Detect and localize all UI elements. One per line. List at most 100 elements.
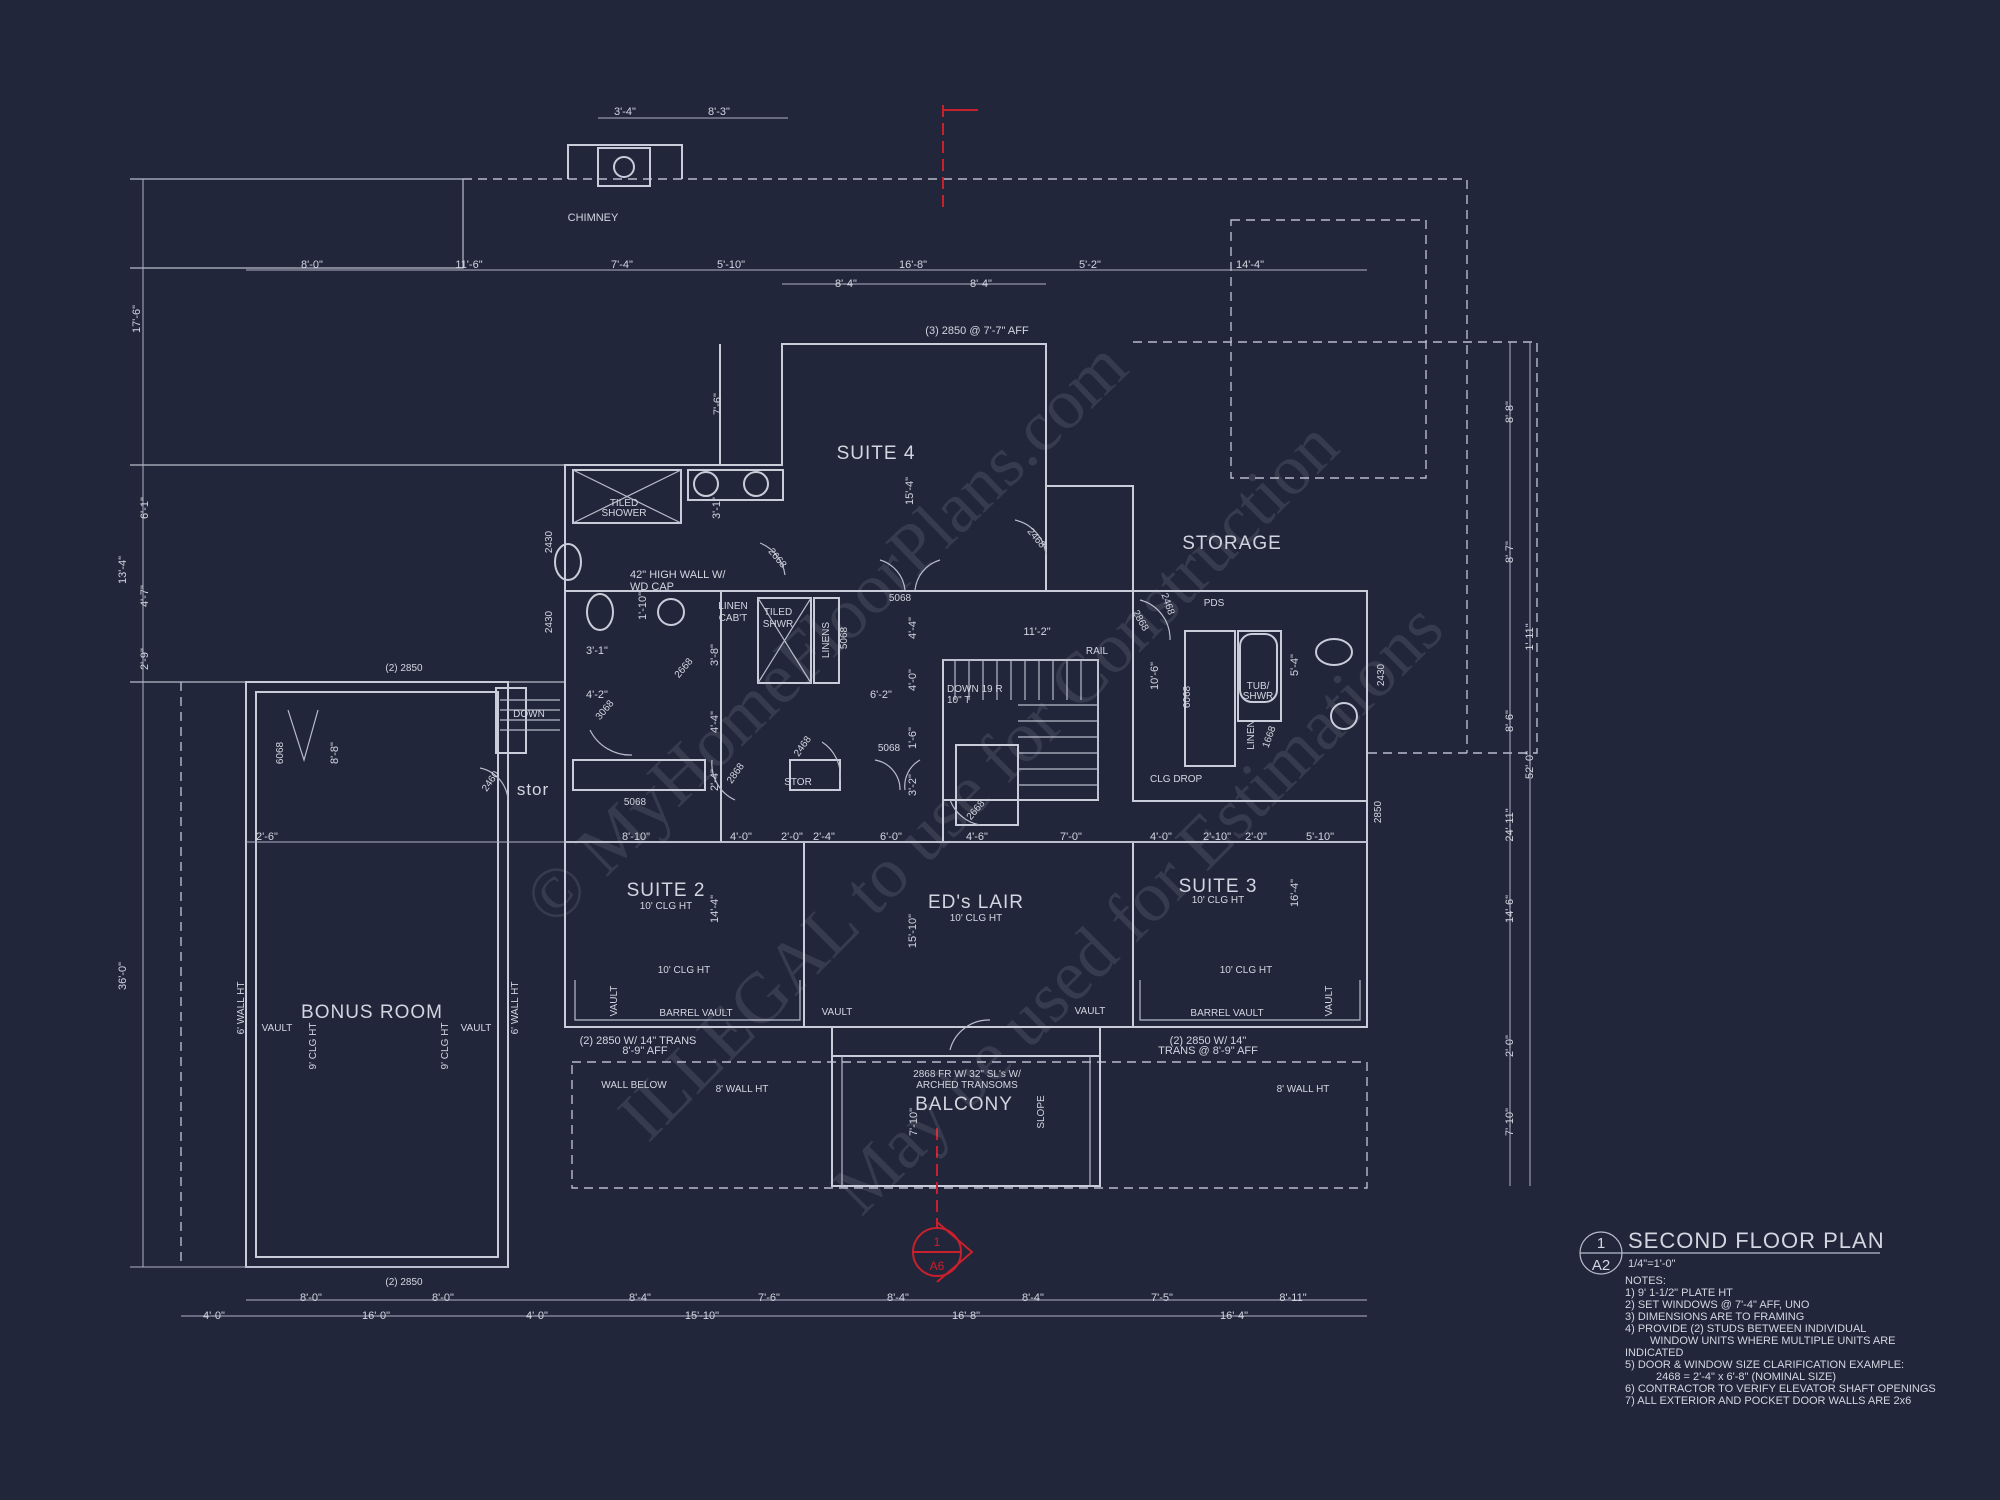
note: 3) DIMENSIONS ARE TO FRAMING [1625, 1311, 1804, 1323]
dim: 6'-1" [139, 497, 151, 519]
label: (2) 2850 [385, 1277, 423, 1288]
label: LINEN [718, 601, 747, 612]
label: 2850 [1373, 800, 1384, 823]
label: VAULT [822, 1007, 853, 1018]
label: BARREL VAULT [659, 1008, 732, 1019]
shower-icon [757, 597, 812, 684]
dim: 16'-8" [952, 1310, 980, 1322]
dim: 52'-0" [1524, 751, 1536, 779]
dim: 8'-0" [300, 1292, 322, 1304]
dim: 3'-2" [907, 774, 919, 796]
dim: 7'-10" [1504, 1108, 1516, 1136]
dim: 3'-4" [614, 106, 636, 118]
dim: 7'-6" [712, 393, 724, 415]
dim: 10'-6" [1149, 662, 1161, 690]
note: 4) PROVIDE (2) STUDS BETWEEN INDIVIDUAL [1625, 1323, 1866, 1335]
detail-number: 1 [1597, 1235, 1605, 1252]
dim: 4'-0" [203, 1310, 225, 1322]
dim: 5'-2" [1079, 259, 1101, 271]
dim: 11'-6" [455, 259, 482, 271]
section-sheet: A6 [930, 1259, 945, 1273]
dim: 7'-6" [758, 1292, 780, 1304]
dim: 1'-10" [637, 592, 649, 620]
dim: 8'-4" [887, 1292, 909, 1304]
note: 1) 9' 1-1/2" PLATE HT [1625, 1287, 1733, 1299]
room-balcony: BALCONY [915, 1094, 1013, 1115]
label: RAIL [1086, 646, 1109, 657]
dim: 14'-4" [1236, 259, 1264, 271]
dim: 7'-0" [1060, 831, 1082, 843]
dim: 3'-1" [711, 497, 723, 519]
label: 5068 [624, 797, 647, 808]
label: 6068 [275, 741, 286, 764]
dim: 4'-0" [730, 831, 752, 843]
dim: 6'-0" [880, 831, 902, 843]
label: 6068 [1182, 685, 1193, 708]
label: BARREL VAULT [1190, 1008, 1263, 1019]
dim: 8'-0" [432, 1292, 454, 1304]
door-swings [287, 519, 1171, 1051]
dim: 4'-6" [966, 831, 988, 843]
dim: 14'-4" [709, 895, 721, 923]
label: 8'-9" AFF [622, 1045, 667, 1057]
annotations: CHIMNEY (3) 2850 @ 7'-7" AFF TILED SHOWE… [236, 212, 1387, 1288]
dim: 8'-11" [1279, 1292, 1306, 1304]
section-number: 1 [934, 1235, 941, 1249]
label: TILED [610, 498, 638, 509]
room-eds-lair: ED's LAIR [928, 892, 1024, 913]
sink-icon [657, 598, 685, 626]
room-stor: stor [517, 780, 549, 799]
dim: 8'-4" [835, 278, 857, 290]
dim: 2'-0" [1245, 831, 1267, 843]
notes-heading: NOTES: [1625, 1275, 1666, 1287]
dim: 14'-6" [1504, 895, 1516, 923]
toilet-icon [586, 593, 614, 631]
label: 6' WALL HT [236, 982, 247, 1035]
dim: 3'-1" [586, 645, 608, 657]
plumbing-fixtures [554, 469, 1358, 730]
label: VAULT [1075, 1006, 1106, 1017]
dim: 36'-0" [117, 962, 129, 990]
dim: 8'-8" [329, 742, 341, 764]
label: VAULT [461, 1023, 492, 1034]
dim: 4'-4" [709, 711, 721, 733]
label: (2) 2850 [385, 663, 423, 674]
dim: 4'-0" [907, 669, 919, 691]
room-storage: STORAGE [1182, 533, 1282, 554]
note: 2468 = 2'-4" x 6'-8" (NOMINAL SIZE) [1656, 1371, 1836, 1383]
note: 2) SET WINDOWS @ 7'-4" AFF, UNO [1625, 1299, 1810, 1311]
label: WD CAP [630, 581, 674, 593]
sink-icon [1330, 702, 1358, 730]
dim: 2'-6" [256, 831, 278, 843]
note: INDICATED [1625, 1347, 1684, 1359]
label: 9' CLG HT [440, 1023, 451, 1070]
dim: 15'-4" [904, 477, 916, 505]
label: WALL BELOW [601, 1080, 667, 1091]
room-bonus: BONUS ROOM [301, 1002, 443, 1023]
sink-icon [693, 471, 719, 497]
label: 10' CLG HT [658, 965, 710, 976]
label: 5068 [889, 593, 912, 604]
dim: 2'-4" [813, 831, 835, 843]
dim: 7'-10" [908, 1108, 920, 1136]
lair-ceiling: 10' CLG HT [950, 913, 1002, 924]
dim: 4'-2" [586, 689, 608, 701]
dim: 16'-4" [1220, 1310, 1248, 1322]
label: CAB'T [719, 613, 748, 624]
dim: 2'-0" [1504, 1035, 1516, 1057]
label: 42" HIGH WALL W/ [630, 569, 726, 581]
label: SHWR [763, 619, 794, 630]
dim: 15'-10" [907, 914, 919, 948]
label: (2) 2850 W/ 14" [1170, 1035, 1247, 1047]
label: (2) 2850 W/ 14" TRANS [580, 1035, 697, 1047]
dim: 5'-10" [717, 259, 745, 271]
toilet-icon [554, 543, 582, 581]
label: 2430 [1376, 663, 1387, 686]
dim: 11'-2" [1023, 626, 1050, 638]
section-cut [936, 105, 978, 1228]
drawing-title: SECOND FLOOR PLAN [1628, 1228, 1885, 1253]
toilet-icon [1315, 638, 1353, 666]
label: 10" T [947, 695, 970, 706]
dim: 1'-11" [1524, 623, 1536, 650]
